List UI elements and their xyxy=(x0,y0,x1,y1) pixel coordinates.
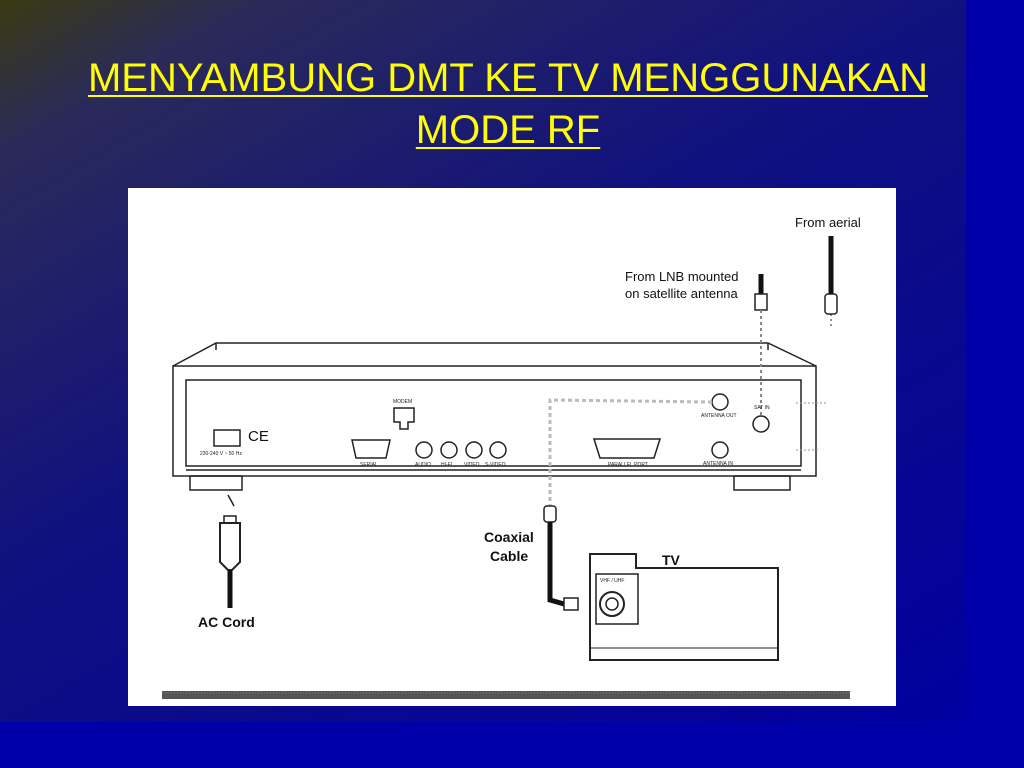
video-label: VIDEO xyxy=(464,462,480,468)
antenna-out-connector xyxy=(711,393,729,411)
sat-in-connector xyxy=(752,415,770,433)
slide-title: MENYAMBUNG DMT KE TV MENGGUNAKAN MODE RF xyxy=(20,52,996,156)
coaxial-label-line1: Coaxial xyxy=(484,529,534,545)
diagram-drawing xyxy=(162,236,850,699)
ac-cord-label: AC Cord xyxy=(198,614,255,630)
s-video-label: S-VIDEO xyxy=(485,462,506,468)
modem-label: MODEM xyxy=(393,399,413,405)
tv-antenna-socket xyxy=(599,591,625,617)
antenna-in-label: ANTENNA IN xyxy=(703,461,734,467)
lnb-plug xyxy=(754,293,768,311)
antenna-out-label: ANTENNA OUT xyxy=(701,413,737,419)
s-video-jack xyxy=(489,441,507,459)
bottom-rule xyxy=(162,691,850,699)
ce-mark: CE xyxy=(248,428,269,445)
modem-socket xyxy=(393,407,415,430)
from-aerial-label: From aerial xyxy=(795,215,861,230)
tv-antenna-panel xyxy=(595,573,639,625)
receiver-foot-right xyxy=(733,475,791,491)
tv-outline xyxy=(589,553,779,661)
tv-label: TV xyxy=(662,552,680,568)
antenna-in-connector xyxy=(711,441,729,459)
receiver-back-panel xyxy=(185,379,802,467)
title-line-2: MODE RF xyxy=(415,108,601,152)
parallel-port xyxy=(592,438,662,459)
hifi-label: HI-FI xyxy=(441,462,453,468)
power-rating-label: 230-240 V ~ 50 Hz xyxy=(200,451,242,457)
audio-label: AUDIO xyxy=(415,462,431,468)
connection-diagram: From aerial From LNB mounted on satellit… xyxy=(128,188,896,706)
coax-plug-tv xyxy=(563,597,579,611)
receiver-foot-left xyxy=(189,475,243,491)
from-lnb-label-line2: on satellite antenna xyxy=(625,286,738,301)
coaxial-label-line2: Cable xyxy=(490,548,529,564)
vhf-uhf-label: VHF / UHF xyxy=(600,578,625,584)
receiver-box xyxy=(172,365,817,477)
coaxial-cable xyxy=(547,522,565,607)
sat-in-label: SAT IN xyxy=(754,405,770,411)
receiver-box-top xyxy=(172,342,817,367)
video-jack xyxy=(465,441,483,459)
serial-port xyxy=(351,439,391,459)
coax-plug-top xyxy=(543,505,557,523)
parallel-port-label: PARALLEL PORT xyxy=(608,462,648,468)
aerial-plug xyxy=(824,293,838,315)
ce-box xyxy=(213,429,241,447)
audio-jack xyxy=(415,441,433,459)
from-lnb-label-line1: From LNB mounted xyxy=(625,269,739,284)
ac-plug xyxy=(219,522,241,571)
hifi-jack xyxy=(440,441,458,459)
title-line-1: MENYAMBUNG DMT KE TV MENGGUNAKAN xyxy=(87,56,929,100)
serial-label: SERIAL xyxy=(360,462,378,468)
